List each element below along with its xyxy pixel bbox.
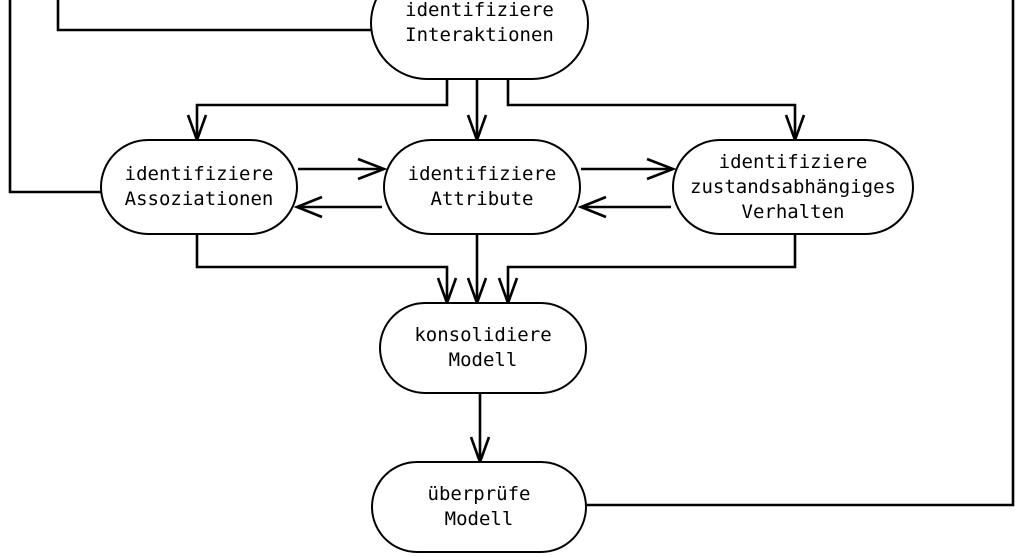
arrowhead-attribute-zustand xyxy=(646,157,677,181)
node-konsolidiere-modell[interactable]: konsolidiere Modell xyxy=(379,302,587,394)
arrowhead-assoziationen-attribute xyxy=(357,157,388,181)
edge-interaktionen-assoziationen xyxy=(195,80,449,139)
edge-interaktionen-zustand xyxy=(506,80,797,139)
node-identifiziere-assoziationen[interactable]: identifiziere Assoziationen xyxy=(100,139,298,235)
node-ueberpruefe-modell[interactable]: überprüfe Modell xyxy=(371,461,587,553)
node-label: konsolidiere Modell xyxy=(414,324,552,371)
edge-assoziationen-konsolidiere xyxy=(195,235,449,302)
arrowhead-zustand-attribute xyxy=(577,195,607,219)
edge-offscreen-to-interaktionen xyxy=(56,0,372,32)
node-label: identifiziere Assoziationen xyxy=(124,163,274,210)
node-label: identifiziere Attribute xyxy=(407,163,557,210)
edge-zustand-konsolidiere xyxy=(506,235,797,302)
node-identifiziere-zustandsabhaengiges-verhalten[interactable]: identifiziere zustandsabhängiges Verhalt… xyxy=(672,139,914,235)
node-identifiziere-interaktionen[interactable]: identifiziere Interaktionen xyxy=(370,0,589,80)
node-label: identifiziere Interaktionen xyxy=(405,0,554,46)
node-label: überprüfe Modell xyxy=(427,483,531,530)
arrowhead-attribute-assoziationen xyxy=(293,195,323,219)
edge-offscreen-to-assoziationen xyxy=(8,0,103,194)
edge-ueberpruefe-to-offscreen xyxy=(586,0,1015,507)
node-label: identifiziere zustandsabhängiges Verhalt… xyxy=(690,150,896,223)
node-identifiziere-attribute[interactable]: identifiziere Attribute xyxy=(383,139,581,235)
